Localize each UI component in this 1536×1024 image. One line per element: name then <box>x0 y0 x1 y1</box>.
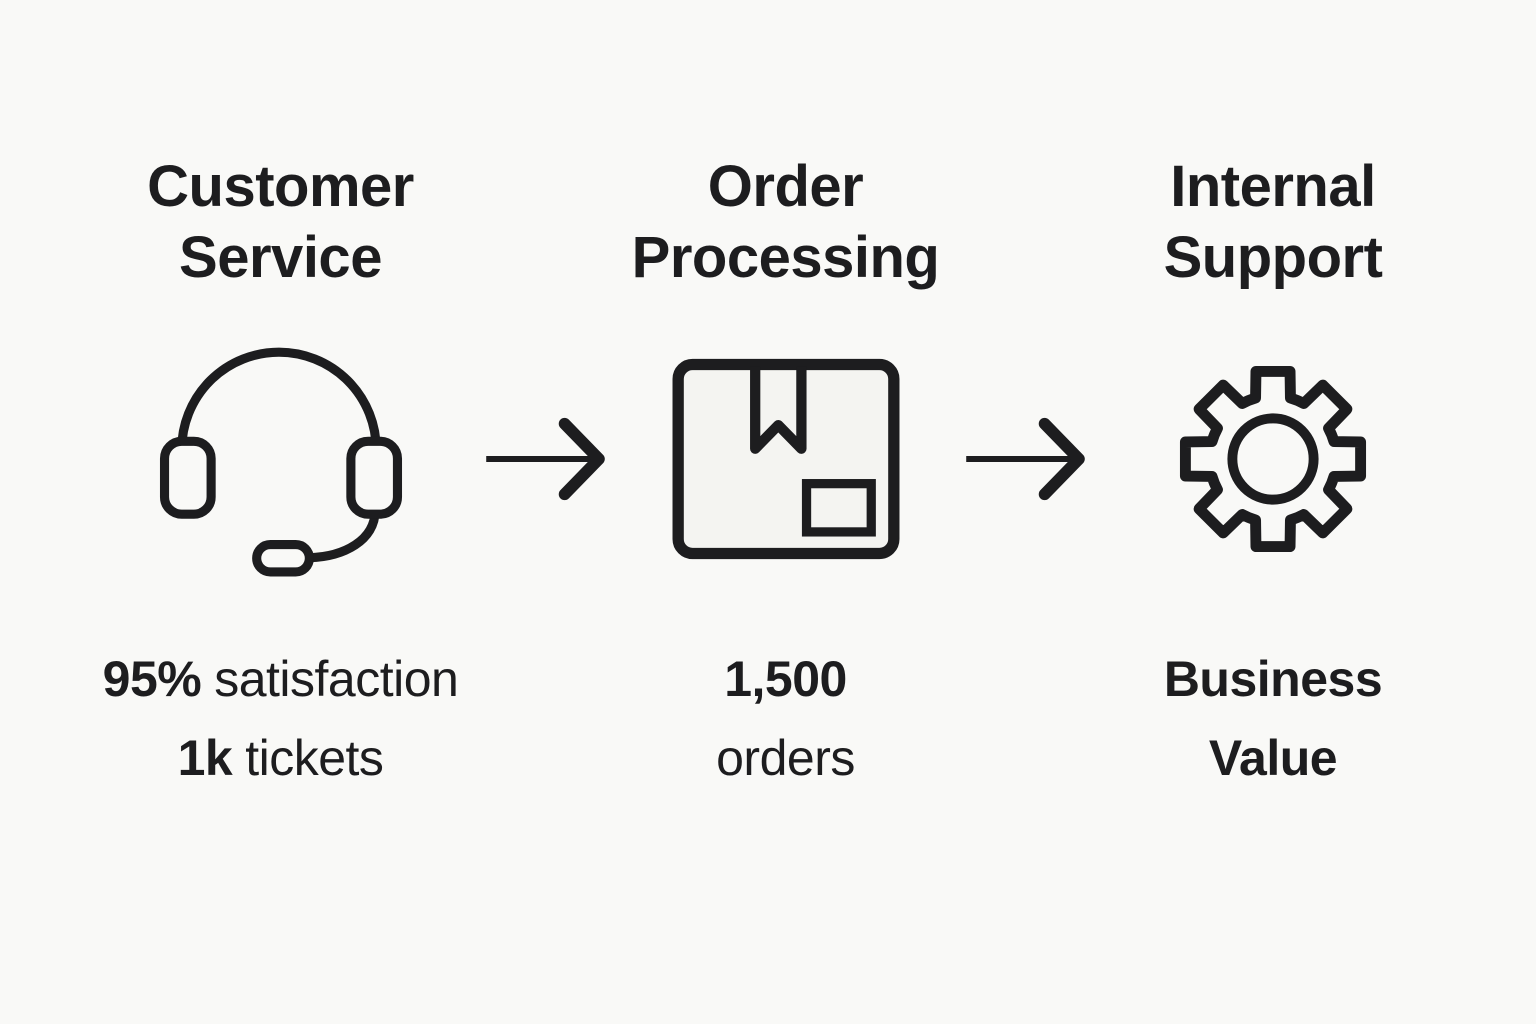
title-line: Order <box>707 154 864 219</box>
gear-icon <box>1179 365 1367 552</box>
arrow-right-icon <box>965 417 1085 500</box>
stage-title-order-processing: Order Processing <box>613 152 958 294</box>
flow-arrow-2 <box>958 294 1093 624</box>
result-line: Business <box>1163 650 1383 707</box>
stage-icon-order-processing <box>613 294 958 624</box>
stat-label: tickets <box>245 729 384 786</box>
title-line: Internal <box>1170 154 1376 219</box>
stat-label: satisfaction <box>214 650 459 707</box>
headset-icon <box>159 347 402 576</box>
stat-label: orders <box>716 729 855 786</box>
stage-result-internal-support: Business Value <box>1093 640 1453 798</box>
stat-value: 95% <box>102 650 202 707</box>
arrow-right-icon <box>485 417 605 500</box>
title-line: Support <box>1163 224 1383 290</box>
flow-arrow-1 <box>478 294 613 624</box>
stage-title-customer-service: Customer Service <box>83 152 478 294</box>
result-line: Value <box>1208 729 1338 786</box>
stat-line: orders <box>613 719 958 798</box>
stat-line: 95%satisfaction <box>83 640 478 719</box>
stat-line: 1,500 <box>613 640 958 719</box>
stat-value: 1k <box>177 729 233 786</box>
package-box-icon <box>672 358 899 559</box>
stage-icon-internal-support <box>1093 294 1453 624</box>
stage-icon-customer-service <box>83 294 478 624</box>
title-line: Customer <box>147 154 414 219</box>
title-line: Processing <box>631 224 940 290</box>
title-line: Service <box>179 224 382 290</box>
stat-value: 1,500 <box>724 650 847 707</box>
stage-stats-order-processing: 1,500 orders <box>613 640 958 798</box>
stage-title-internal-support: Internal Support <box>1093 152 1453 294</box>
